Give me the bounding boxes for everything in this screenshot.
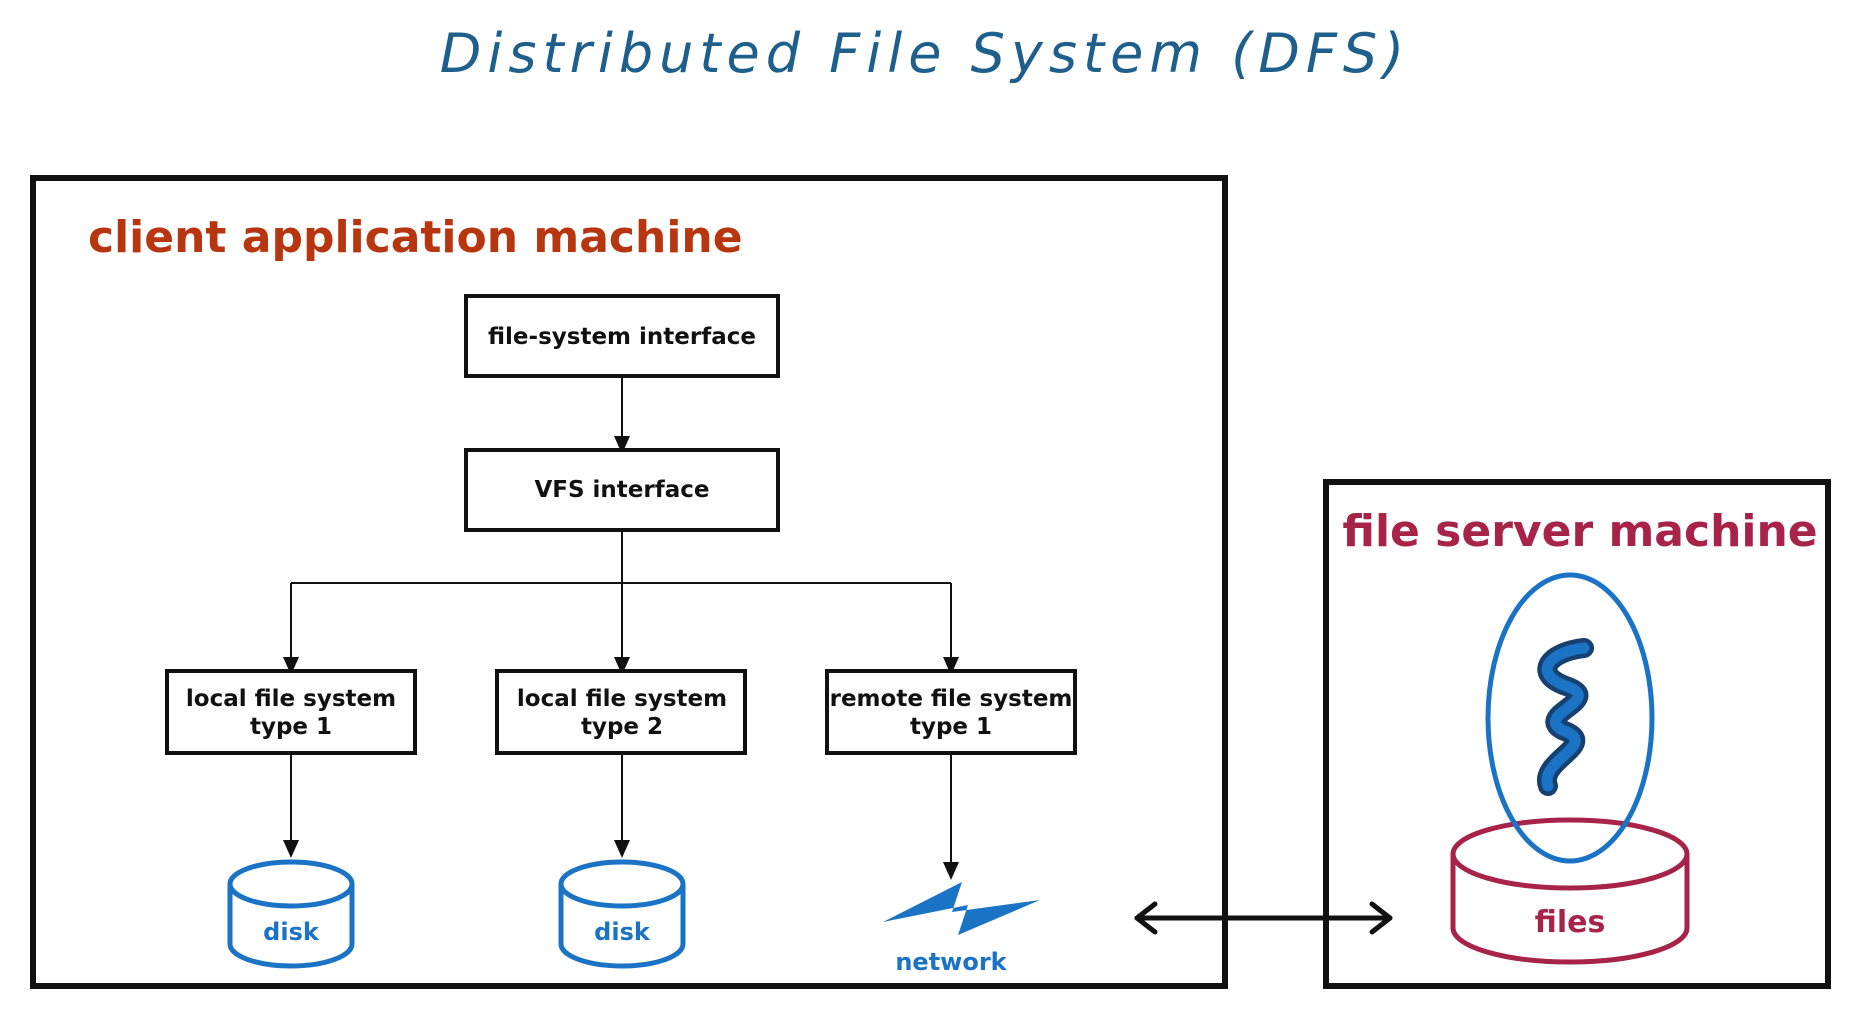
disk2-icon — [558, 859, 686, 969]
files-storage-icon — [1450, 817, 1690, 965]
local-fs-type1-line1: local file system — [186, 686, 396, 712]
remote-fs-type1-line1: remote file system — [830, 686, 1073, 712]
file-server-label: file server machine — [1342, 506, 1817, 557]
client-machine-label: client application machine — [88, 212, 743, 263]
process-squiggle-icon — [1537, 638, 1594, 796]
vfs-branch-connectors — [283, 532, 959, 675]
page-title: Distributed File System (DFS) — [440, 22, 1410, 85]
file-server-region — [1323, 479, 1831, 989]
fs-to-storage-connectors — [283, 755, 959, 880]
fs-interface-box: file-system interface — [464, 294, 780, 378]
local-fs-type2-box: local file system type 2 — [495, 669, 747, 755]
disk2-label: disk — [594, 918, 651, 946]
local-fs-type2-line1: local file system — [517, 686, 727, 712]
local-fs-type1-line2: type 1 — [250, 714, 332, 740]
disk1-label: disk — [263, 918, 320, 946]
network-label: network — [895, 948, 1007, 976]
remote-fs-type1-line2: type 1 — [910, 714, 992, 740]
disk1-icon — [227, 859, 355, 969]
vfs-interface-box: VFS interface — [464, 448, 780, 532]
vfs-interface-label: VFS interface — [534, 477, 709, 503]
client-machine-region — [30, 175, 1228, 989]
files-label: files — [1535, 905, 1606, 940]
local-fs-type1-box: local file system type 1 — [165, 669, 417, 755]
network-link-arrow — [1134, 901, 1393, 935]
server-process-oval — [1485, 572, 1655, 864]
fs-interface-label: file-system interface — [488, 324, 756, 350]
remote-fs-type1-box: remote file system type 1 — [825, 669, 1077, 755]
network-lightning-icon — [883, 882, 1040, 935]
local-fs-type2-line2: type 2 — [581, 714, 663, 740]
